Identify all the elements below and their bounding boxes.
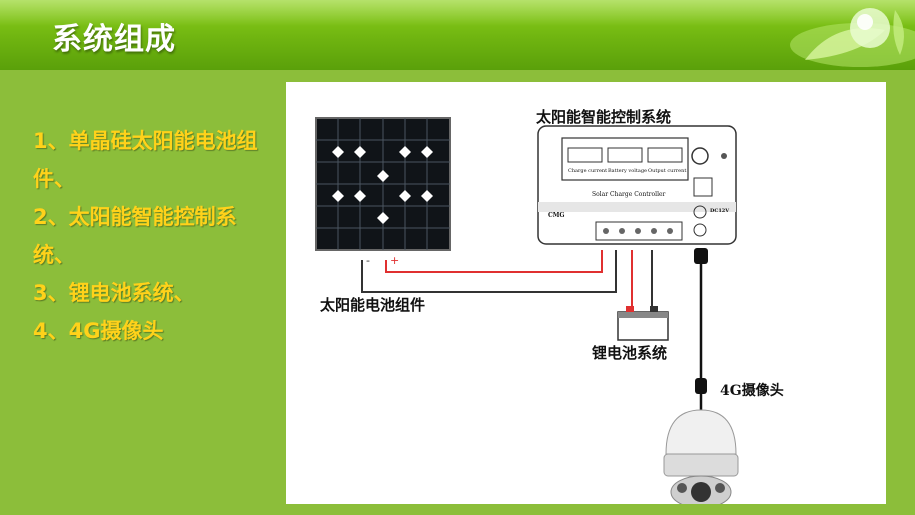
camera-cable xyxy=(694,248,708,412)
solar-panel-label: 太阳能电池组件 xyxy=(320,296,426,314)
bulb-leaf-decoration xyxy=(790,8,915,67)
controller-port-label: DC12V xyxy=(710,208,730,214)
list-item: 4、4G摄像头 xyxy=(33,319,164,343)
page-title: 系统组成 xyxy=(52,22,176,57)
wiring-diagram: - + xyxy=(315,117,739,504)
battery-label: 锂电池系统 xyxy=(592,344,668,362)
screen-label: Battery voltage xyxy=(608,168,648,174)
solar-wires xyxy=(361,250,617,293)
solar-panel-image xyxy=(315,117,451,251)
screen-label: Charge current xyxy=(568,168,608,174)
camera-label: 4G摄像头 xyxy=(720,383,784,399)
battery-image xyxy=(617,306,669,341)
list-item: 1、单晶硅太阳能电池组件、 xyxy=(33,129,258,191)
controller-name-label: Solar Charge Controller xyxy=(592,191,666,198)
battery-wires xyxy=(631,250,653,312)
controller-label: 太阳能智能控制系统 xyxy=(536,108,672,126)
svg-text:+: + xyxy=(390,254,399,267)
list-item: 3、锂电池系统、 xyxy=(33,281,195,305)
svg-text:-: - xyxy=(366,254,370,267)
title-bar-shine xyxy=(0,0,915,26)
title-bar: 系统组成 xyxy=(0,0,915,70)
list-item: 2、太阳能智能控制系统、 xyxy=(33,205,237,267)
camera-image xyxy=(663,409,739,504)
screen-label: Output current xyxy=(648,168,687,174)
charge-controller-image xyxy=(537,125,737,245)
controller-brand-label: CMG xyxy=(548,212,565,219)
component-list: 1、单晶硅太阳能电池组件、 2、太阳能智能控制系统、 3、锂电池系统、 4、4G… xyxy=(33,122,273,350)
system-diagram: - + 太阳能智能控制 xyxy=(286,82,886,504)
